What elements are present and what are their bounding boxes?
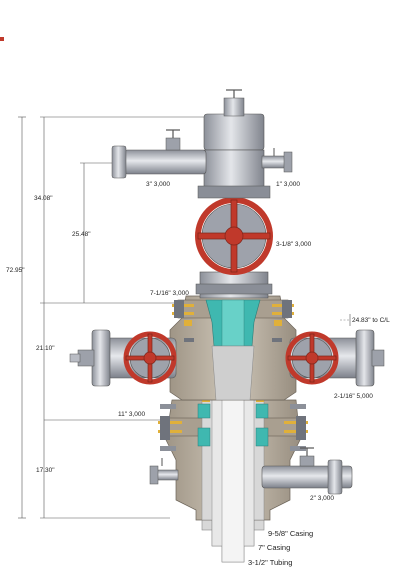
- dim-middle: 21.10": [36, 345, 55, 352]
- dim-upper-inner: 25.48": [72, 231, 91, 238]
- label-casing-inner: 7" Casing: [258, 543, 290, 552]
- label-casing-head-flange: 11" 3,000: [118, 411, 146, 418]
- casing-outlet-valve: [261, 447, 353, 495]
- right-wing-valve: [285, 329, 385, 387]
- label-casing-outlet: 2" 3,000: [310, 495, 334, 502]
- label-tubing-head-flange: 7-1/16" 3,000: [150, 290, 189, 297]
- label-casing-outer: 9-5/8" Casing: [268, 529, 313, 538]
- left-wing-valve: [69, 329, 177, 387]
- corner-mark: [0, 37, 4, 41]
- label-master-valve: 3-1/8" 3,000: [276, 241, 312, 248]
- casing-head: [158, 379, 308, 563]
- label-tubing: 3-1/2" Tubing: [248, 558, 292, 567]
- dimension-lines: [18, 116, 351, 519]
- label-side-outlet-right: 1" 3,000: [276, 181, 300, 188]
- label-side-outlet-left: 3" 3,000: [146, 181, 170, 188]
- casing-port-left: [149, 458, 179, 485]
- dim-upper: 34.08": [34, 195, 53, 202]
- master-valve: [195, 197, 273, 299]
- flow-tee: [197, 89, 271, 199]
- dim-overall: 72.95": [6, 267, 25, 274]
- label-wing-valve: 2-1/16" 5,000: [334, 393, 373, 400]
- left-handwheel[interactable]: [123, 331, 177, 385]
- right-side-fitting: [261, 148, 293, 173]
- tubing-head: [169, 295, 297, 401]
- master-handwheel[interactable]: [195, 197, 273, 275]
- dim-lower: 17.30": [36, 467, 55, 474]
- left-side-outlet-valve: [111, 129, 207, 179]
- label-centerline: 24.83" to C/L: [352, 317, 390, 324]
- right-handwheel[interactable]: [285, 331, 339, 385]
